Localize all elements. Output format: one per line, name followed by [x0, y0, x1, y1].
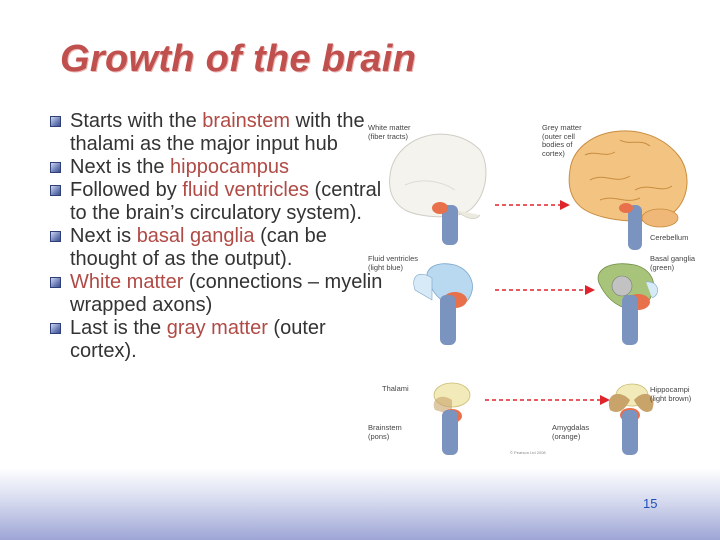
- bullet-pre-text: Last is the: [70, 317, 167, 339]
- bullet-term-text: gray matter: [166, 317, 268, 339]
- label-basal-ganglia: Basal ganglia (green): [650, 254, 696, 272]
- bullet-item: White matter (connections – myelin wrapp…: [48, 271, 388, 317]
- label-brainstem: Brainstem (pons): [368, 423, 402, 441]
- bullet-marker-icon: [50, 231, 61, 242]
- label-fluid-ventricles: Fluid ventricles (light blue): [368, 254, 419, 272]
- label-grey-matter: Grey matter (outer cell bodies of cortex…: [542, 123, 582, 158]
- bullet-pre-text: Starts with the: [70, 110, 203, 132]
- bullet-item: Next is the hippocampus: [48, 156, 388, 179]
- page-number: 15: [643, 496, 658, 511]
- label-hippocampi: Hippocampi (light brown): [650, 385, 692, 403]
- thalami-stage: [433, 382, 471, 455]
- bullet-post-text: (central to the brain’s circulatory syst…: [70, 179, 382, 224]
- bullet-marker-icon: [50, 323, 61, 334]
- growth-arrows: [485, 204, 600, 401]
- slide-footer-gradient: [0, 468, 720, 540]
- grey-matter-brain: [568, 130, 688, 250]
- bullet-post-text: (outer cortex).: [70, 317, 326, 362]
- bullet-marker-icon: [50, 277, 61, 288]
- bullet-term-text: basal ganglia: [136, 225, 255, 247]
- bullet-marker-icon: [50, 185, 61, 196]
- bullet-pre-text: Next is the: [70, 156, 171, 178]
- bullet-term-text: fluid ventricles: [182, 179, 309, 201]
- bullet-item: Starts with the brainstem with the thala…: [48, 110, 388, 156]
- bullet-item: Last is the gray matter (outer cortex).: [48, 317, 388, 363]
- arrow-heads: [560, 200, 610, 405]
- bullet-post-text: (can be thought of as the output).: [70, 225, 327, 270]
- bullet-item: Followed by fluid ventricles (central to…: [48, 179, 388, 225]
- bullet-term-text: brainstem: [202, 110, 291, 132]
- bullet-marker-icon: [50, 162, 61, 173]
- figure-copyright: © Pearson Ltd 2008: [510, 450, 546, 455]
- bullet-term-text: hippocampus: [170, 156, 290, 178]
- bullet-post-text: with the thalami as the major input hub: [70, 110, 365, 155]
- brain-growth-figure: White matter (fiber tracts) Grey matter …: [360, 110, 700, 460]
- label-cerebellum: Cerebellum: [650, 233, 689, 242]
- bullet-pre-text: Followed by: [70, 179, 183, 201]
- label-amygdalas: Amygdalas (orange): [552, 423, 590, 441]
- bullet-marker-icon: [50, 116, 61, 127]
- bullet-term-text: White matter: [70, 271, 184, 293]
- label-thalami: Thalami: [382, 384, 409, 393]
- basal-ganglia-stage: [597, 263, 658, 345]
- bullet-list: Starts with the brainstem with the thala…: [48, 110, 388, 363]
- hippocampi-stage: [608, 383, 654, 455]
- brain-diagram: [389, 130, 688, 455]
- bullet-post-text: (connections – myelin wrapped axons): [70, 271, 383, 316]
- label-white-matter: White matter (fiber tracts): [368, 123, 411, 141]
- slide-title: Growth of the brain: [60, 38, 417, 80]
- bullet-item: Next is basal ganglia (can be thought of…: [48, 225, 388, 271]
- ventricles-stage: [413, 263, 473, 345]
- bullet-pre-text: Next is: [70, 225, 137, 247]
- white-matter-brain: [389, 133, 487, 245]
